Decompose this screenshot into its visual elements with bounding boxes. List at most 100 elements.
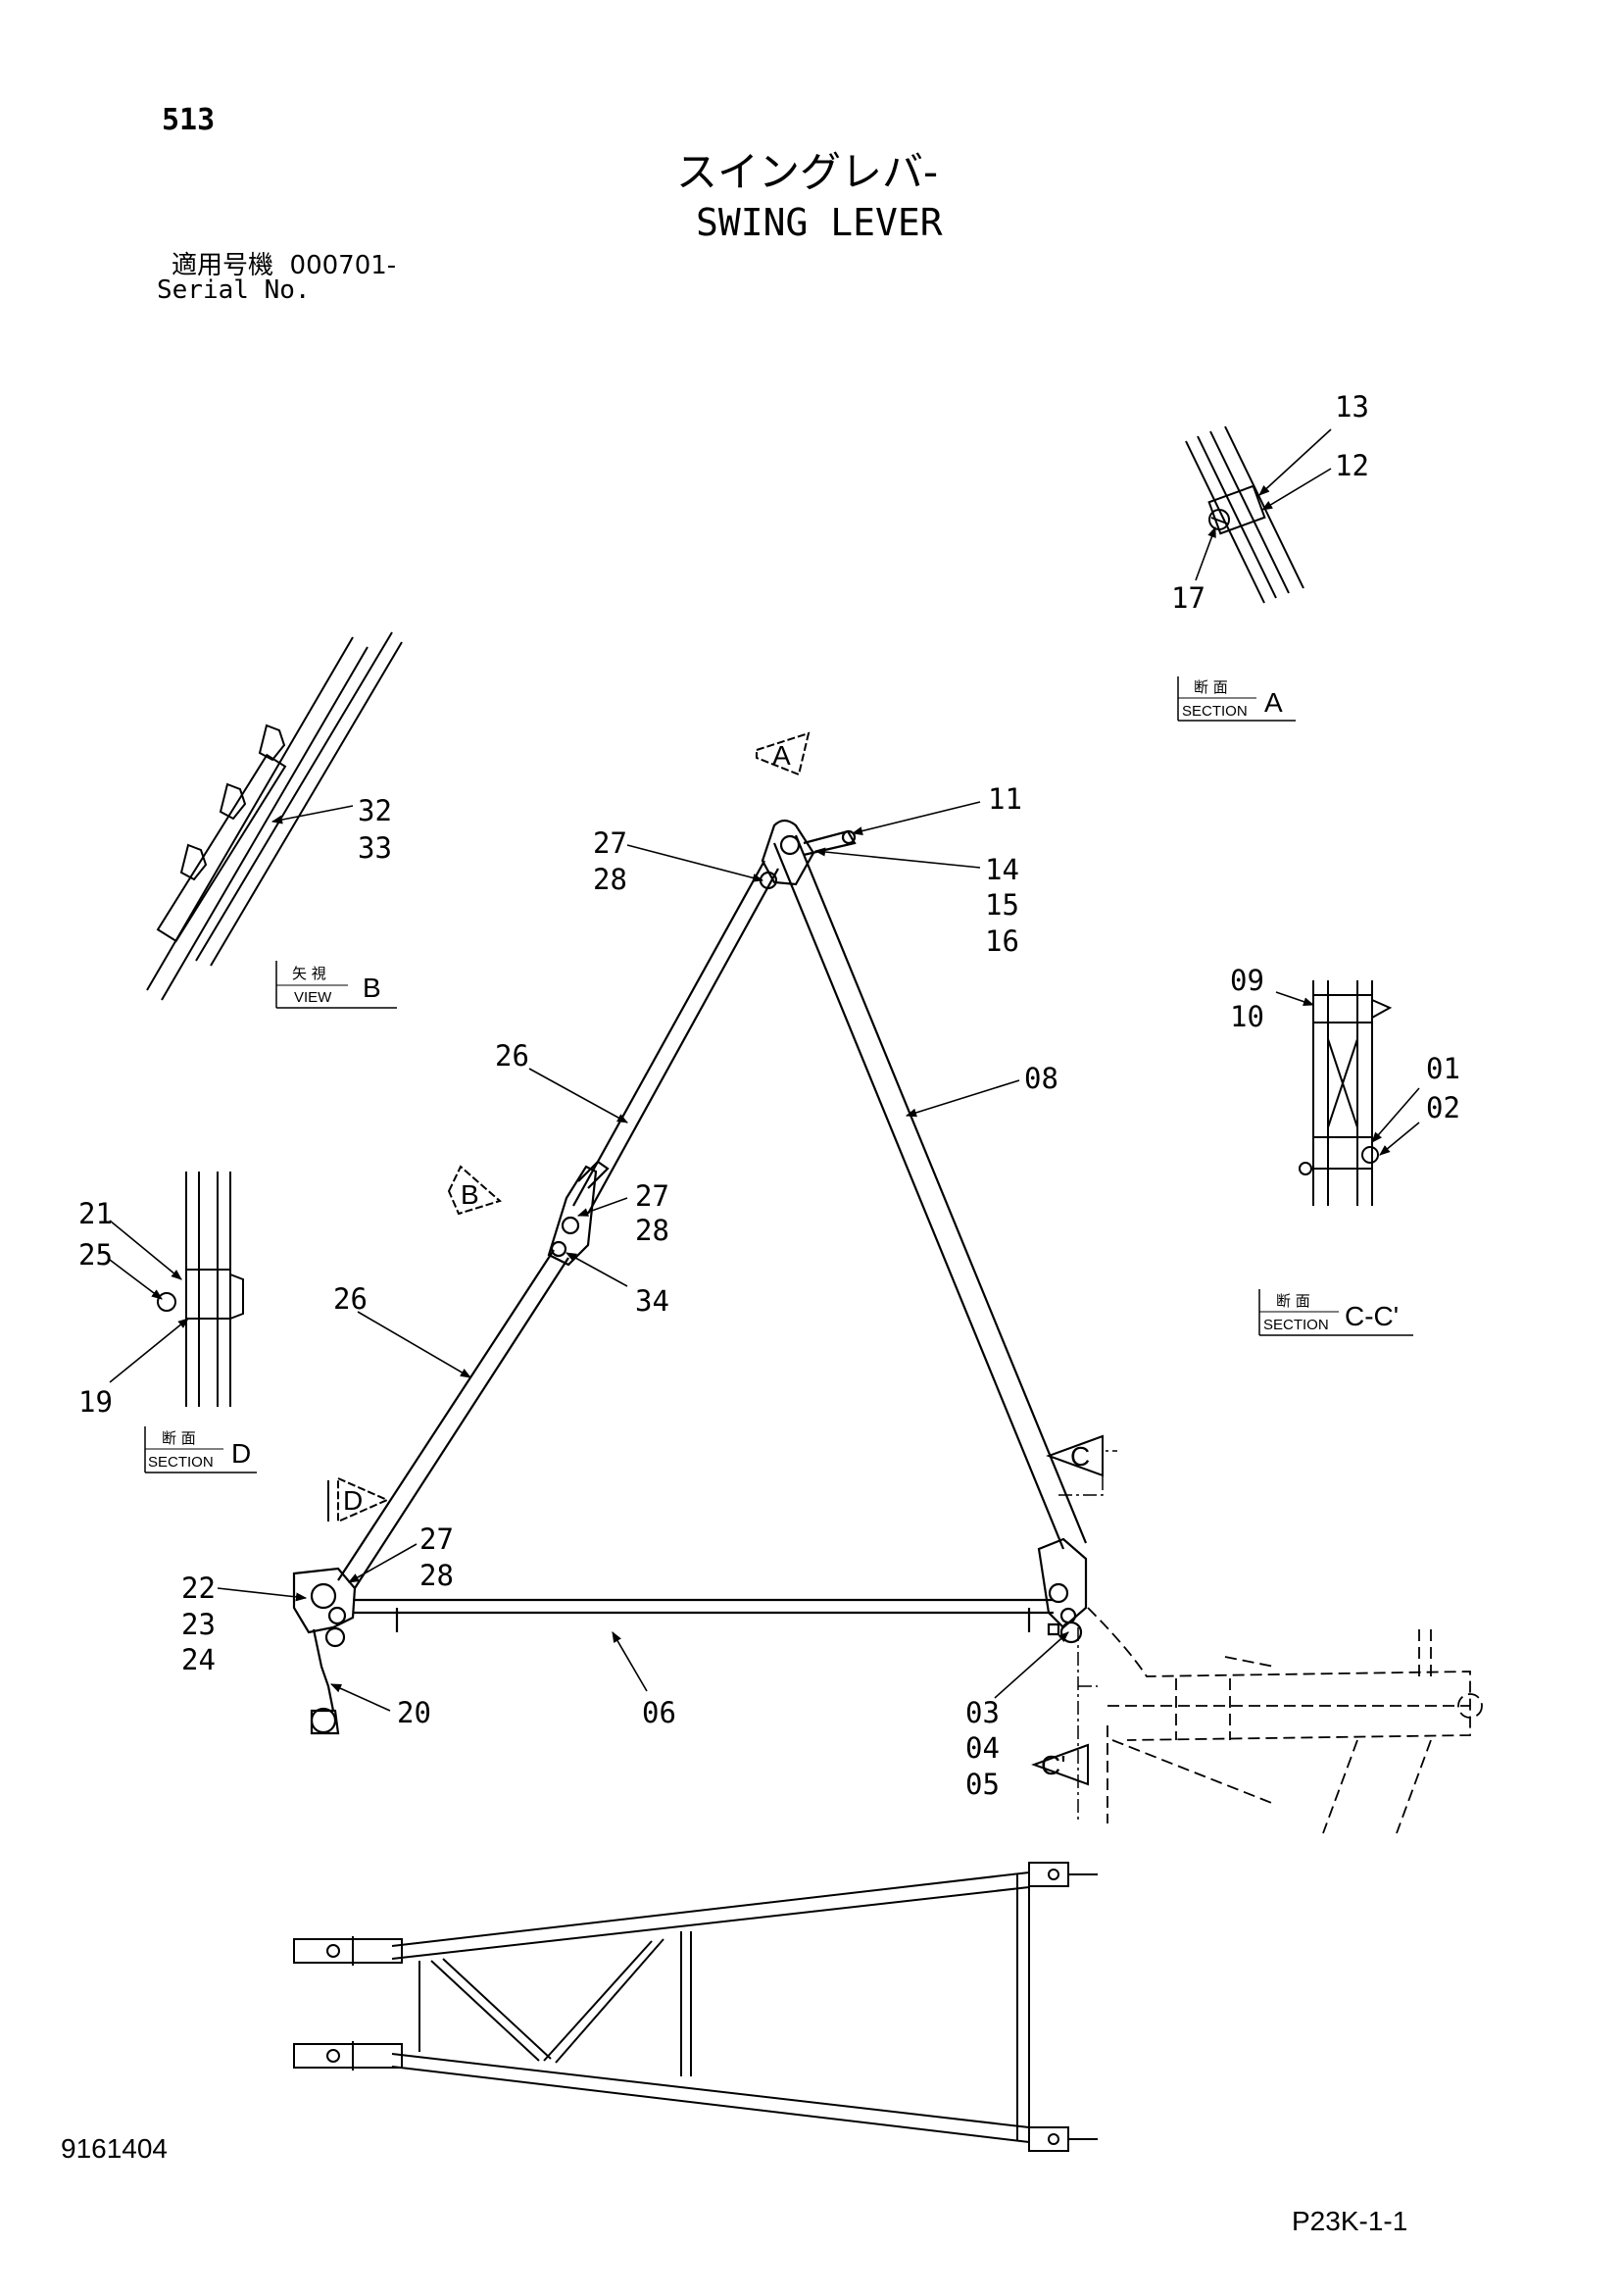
serial-label-jp-text: 適用号機: [172, 251, 274, 280]
callout-11: 11: [988, 782, 1022, 816]
section-cc-jp: 断 面: [1276, 1292, 1310, 1310]
callout-33: 33: [358, 831, 392, 865]
callout-28-mid: 28: [635, 1214, 669, 1247]
section-d-jp: 断 面: [162, 1429, 196, 1447]
leader-20: [329, 1683, 391, 1712]
leader-27-mid: [576, 1197, 628, 1217]
marker-c-label: C: [1070, 1441, 1090, 1472]
serial-label-english: Serial No.: [157, 275, 311, 305]
callout-19: 19: [78, 1385, 113, 1419]
callout-26-upper: 26: [495, 1039, 529, 1073]
view-b-jp: 矢 視: [292, 965, 326, 982]
section-cc-id: C-C': [1345, 1301, 1399, 1331]
leader-25: [109, 1259, 163, 1300]
callout-06: 06: [642, 1696, 676, 1729]
section-a-en: SECTION: [1182, 703, 1248, 720]
marker-a-label: A: [772, 740, 791, 771]
view-b-box: 矢 視 VIEW B: [275, 961, 397, 1009]
leader-27-bottom: [348, 1543, 418, 1583]
view-b-detail: [146, 631, 403, 1001]
callout-25: 25: [78, 1238, 113, 1272]
view-b-id: B: [363, 973, 381, 1003]
section-cc-en: SECTION: [1263, 1317, 1329, 1333]
callout-13: 13: [1335, 390, 1369, 424]
callout-17: 17: [1171, 581, 1205, 615]
section-a-jp: 断 面: [1194, 678, 1228, 696]
leader-26-lower: [357, 1311, 471, 1378]
callout-09: 09: [1230, 964, 1264, 997]
callout-28-top: 28: [593, 863, 627, 896]
reference-lines: [1058, 1450, 1117, 1823]
serial-range: 000701-: [289, 251, 397, 280]
title-english: SWING LEVER: [696, 201, 943, 244]
callout-05: 05: [965, 1768, 1000, 1801]
leader-14: [813, 847, 981, 869]
leader-13: [1258, 428, 1332, 496]
leader-12: [1261, 468, 1332, 511]
leader-34: [566, 1252, 628, 1287]
view-marker-a: A: [756, 731, 811, 776]
callout-26-lower: 26: [333, 1282, 368, 1316]
callout-23: 23: [181, 1608, 216, 1641]
callout-12: 12: [1335, 449, 1369, 482]
callout-32: 32: [358, 794, 392, 827]
view-marker-c: C: [1046, 1434, 1104, 1477]
callout-27-mid: 27: [635, 1179, 669, 1213]
view-marker-b: B: [447, 1165, 503, 1216]
page-number: 513: [162, 103, 216, 137]
part-callouts: 13 12 17 11 27 28 14 15 16 32 33 09 10 0…: [78, 390, 1460, 1801]
leader-19: [109, 1318, 189, 1383]
callout-20: 20: [397, 1696, 431, 1729]
section-a-box: 断 面 SECTION A: [1177, 676, 1296, 722]
callout-10: 10: [1230, 1000, 1264, 1033]
callout-22: 22: [181, 1572, 216, 1605]
leader-08: [905, 1079, 1020, 1118]
callout-15: 15: [985, 888, 1019, 922]
callout-27-bottom: 27: [419, 1522, 454, 1556]
drawing-number: 9161404: [61, 2133, 169, 2164]
callout-04: 04: [965, 1731, 1000, 1765]
section-cc-detail: [1299, 980, 1393, 1206]
section-a-detail: [1185, 425, 1304, 604]
leader-11: [851, 801, 981, 835]
leader-17: [1195, 525, 1216, 581]
section-d-id: D: [231, 1438, 251, 1469]
section-d-en: SECTION: [148, 1454, 214, 1471]
leader-32: [270, 805, 354, 824]
leader-lines: [109, 428, 1420, 1712]
marker-b-label: B: [461, 1179, 479, 1210]
section-a-id: A: [1264, 687, 1283, 718]
leader-03: [994, 1631, 1069, 1699]
title-japanese: スイングレバ-: [676, 148, 939, 196]
section-d-box: 断 面 SECTION D: [144, 1426, 257, 1473]
callout-28-bottom: 28: [419, 1559, 454, 1592]
sheet-reference: P23K-1-1: [1292, 2206, 1408, 2236]
callout-03: 03: [965, 1696, 1000, 1729]
callout-21: 21: [78, 1197, 113, 1230]
section-cc-box: 断 面 SECTION C-C': [1258, 1289, 1413, 1336]
marker-c-prime-label: C': [1041, 1750, 1066, 1780]
marker-d-label: D: [343, 1485, 363, 1516]
leader-27-top: [626, 844, 764, 882]
plan-view-frame: [293, 1862, 1098, 2152]
leader-09: [1275, 991, 1315, 1006]
leader-02: [1379, 1122, 1420, 1156]
callout-02: 02: [1426, 1091, 1460, 1124]
callout-14: 14: [985, 853, 1019, 886]
section-d-detail: [157, 1172, 244, 1407]
leader-22: [217, 1587, 308, 1602]
leader-26-upper: [528, 1068, 628, 1123]
leader-01: [1371, 1087, 1420, 1143]
callout-27-top: 27: [593, 826, 627, 860]
callout-34: 34: [635, 1284, 669, 1318]
callout-08: 08: [1024, 1062, 1058, 1095]
callout-16: 16: [985, 924, 1019, 958]
view-b-en: VIEW: [294, 989, 332, 1006]
main-triangle-frame: [292, 819, 1088, 1735]
view-marker-d: D: [327, 1476, 390, 1523]
leader-21: [109, 1220, 182, 1280]
view-marker-c-prime: C': [1031, 1743, 1089, 1786]
callout-01: 01: [1426, 1052, 1460, 1085]
serial-label-japanese: 適用号機 000701-: [172, 253, 396, 278]
